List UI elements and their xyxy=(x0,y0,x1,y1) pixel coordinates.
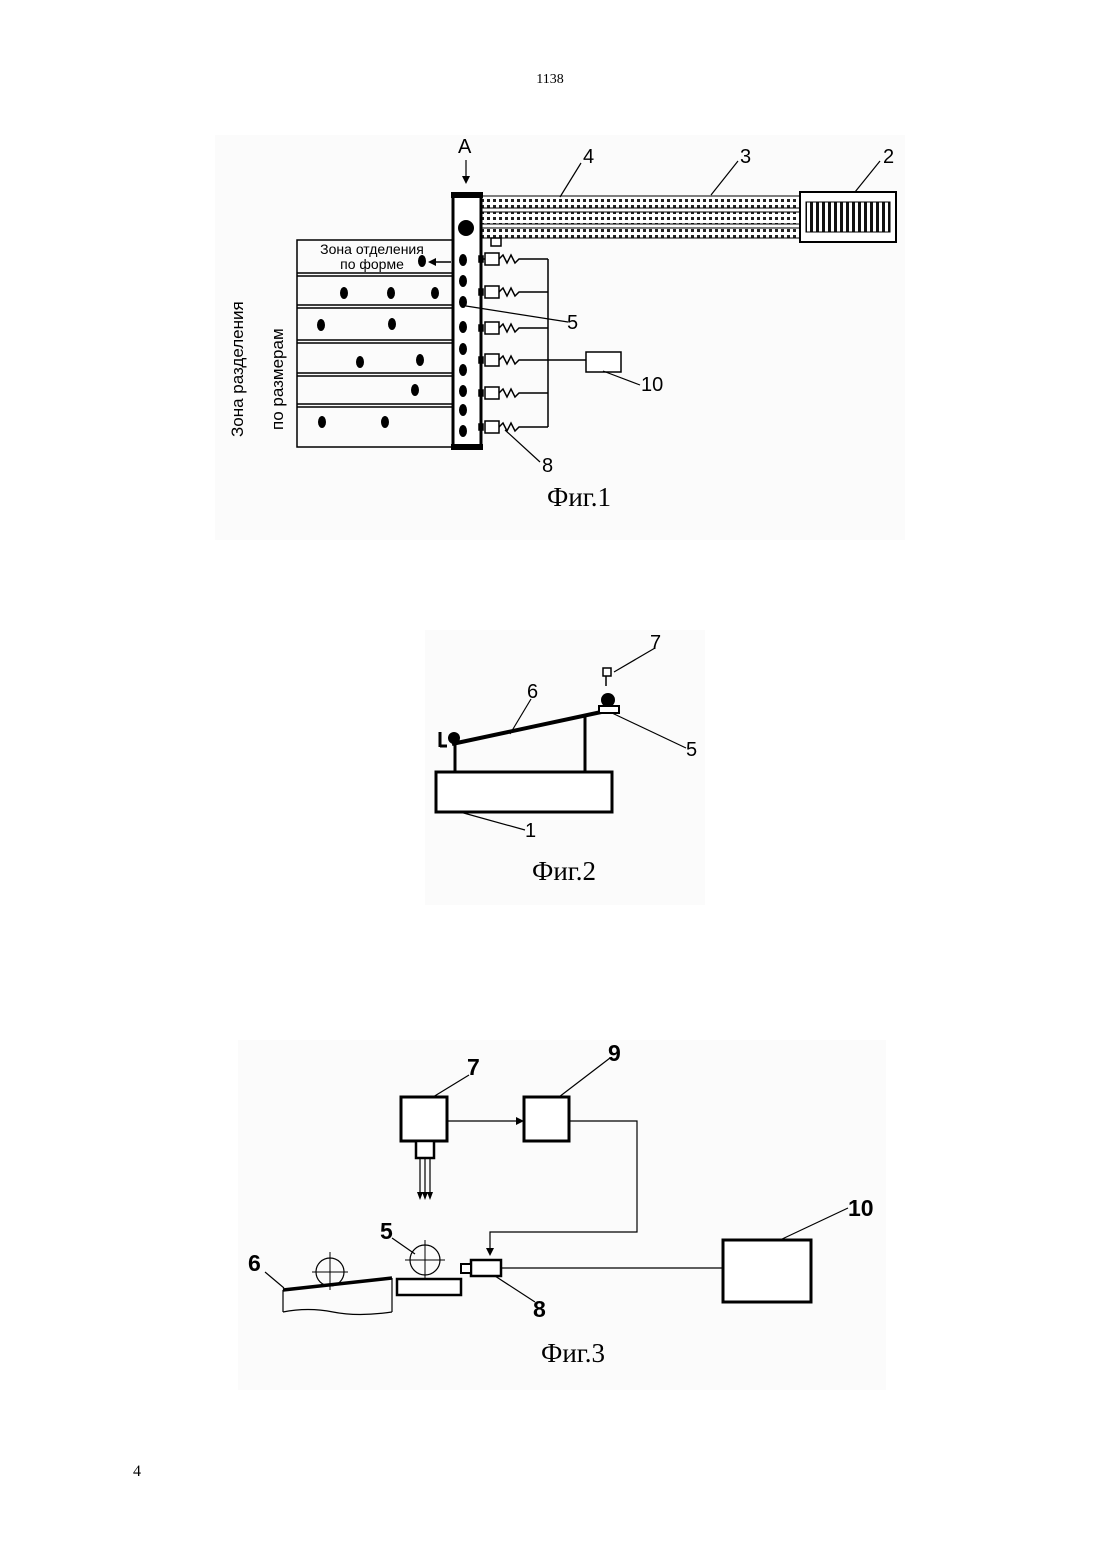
fig3-label-7: 7 xyxy=(467,1054,480,1081)
fig3-label-8: 8 xyxy=(533,1296,546,1323)
fig3-label-5: 5 xyxy=(380,1218,393,1245)
fig3-caption: Фиг.3 xyxy=(541,1338,605,1369)
fig3-label-6: 6 xyxy=(248,1250,261,1277)
fig3-controller-box xyxy=(723,1240,811,1302)
fig3-label-10: 10 xyxy=(848,1195,874,1222)
camera-lens xyxy=(416,1141,434,1158)
processor-box xyxy=(524,1097,569,1141)
weighing-platform xyxy=(397,1279,461,1295)
ejector-actuator xyxy=(471,1260,501,1276)
fig3-label-9: 9 xyxy=(608,1040,621,1067)
camera-box xyxy=(401,1097,447,1141)
